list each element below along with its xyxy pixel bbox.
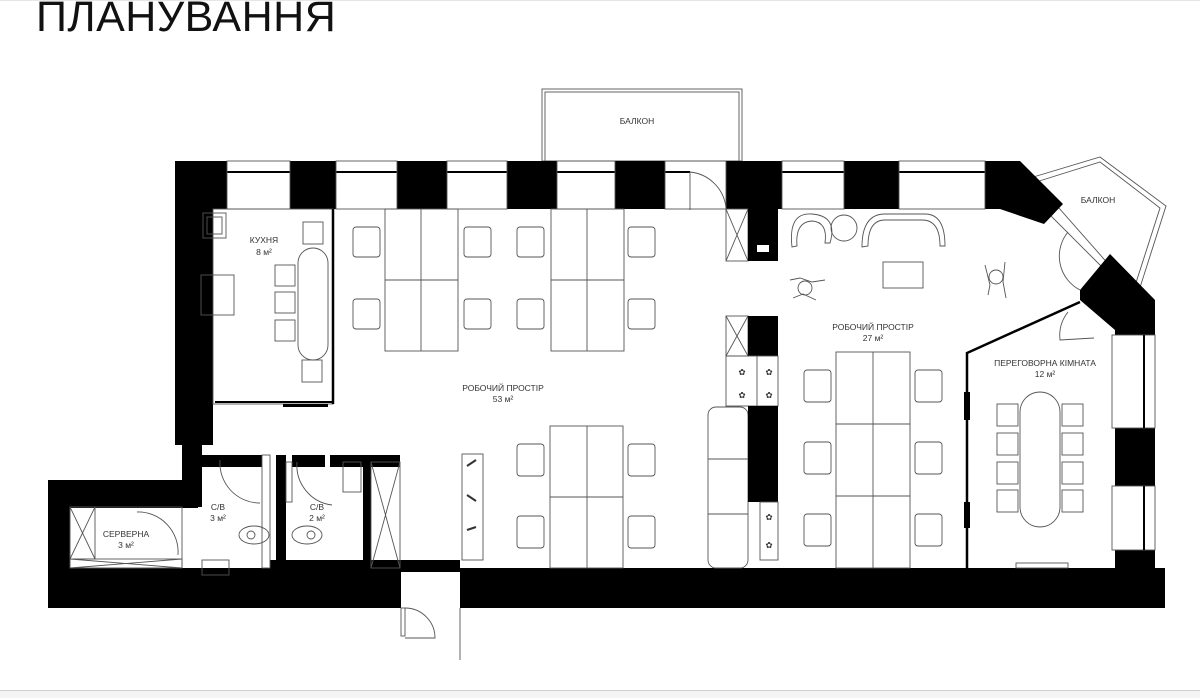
room-name-workspace-right: РОБОЧИЙ ПРОСТІР	[832, 321, 914, 332]
page-title: ПЛАНУВАННЯ	[36, 0, 337, 41]
svg-text:✿: ✿	[738, 390, 746, 400]
top-border	[0, 0, 1200, 1]
workspace-main: РОБОЧИЙ ПРОСТІР 53 м²	[352, 208, 749, 660]
room-name-balcony-top: БАЛКОН	[620, 116, 654, 126]
room-area-workspace-main: 53 м²	[493, 394, 514, 404]
balcony-top: БАЛКОН	[541, 88, 743, 162]
room-name-server-room: СЕРВЕРНА	[103, 529, 150, 539]
room-name-balcony-right: БАЛКОН	[1081, 195, 1115, 205]
room-area-server-room: 3 м²	[118, 540, 134, 550]
svg-text:✿: ✿	[738, 367, 746, 377]
service-area: СЕРВЕРНА 3 м² С/В 3 м² С/В 2 м²	[69, 454, 401, 576]
svg-text:✿: ✿	[765, 512, 773, 522]
workspace-right: РОБОЧИЙ ПРОСТІР 27 м²	[789, 213, 1081, 569]
room-area-wc-1: 3 м²	[210, 513, 226, 523]
svg-text:✿: ✿	[765, 367, 773, 377]
kitchen: КУХНЯ 8 м²	[200, 208, 335, 407]
room-name-wc-2: С/В	[310, 502, 325, 512]
room-name-wc-1: С/В	[211, 502, 226, 512]
room-name-meeting-room: ПЕРЕГОВОРНА КІМНАТА	[994, 358, 1096, 368]
svg-text:✿: ✿	[765, 540, 773, 550]
room-name-workspace-main: РОБОЧИЙ ПРОСТІР	[462, 382, 544, 393]
partition: ✿ ✿ ✿ ✿ ✿ ✿	[689, 171, 779, 561]
room-area-meeting-room: 12 м²	[1035, 369, 1056, 379]
room-area-workspace-right: 27 м²	[863, 333, 884, 343]
bottom-border	[0, 690, 1200, 698]
walls	[48, 160, 1165, 608]
room-area-wc-2: 2 м²	[309, 513, 325, 523]
room-name-kitchen: КУХНЯ	[250, 235, 278, 245]
svg-text:✿: ✿	[765, 390, 773, 400]
room-area-kitchen: 8 м²	[256, 247, 272, 257]
meeting-room: ПЕРЕГОВОРНА КІМНАТА 12 м²	[964, 300, 1096, 569]
